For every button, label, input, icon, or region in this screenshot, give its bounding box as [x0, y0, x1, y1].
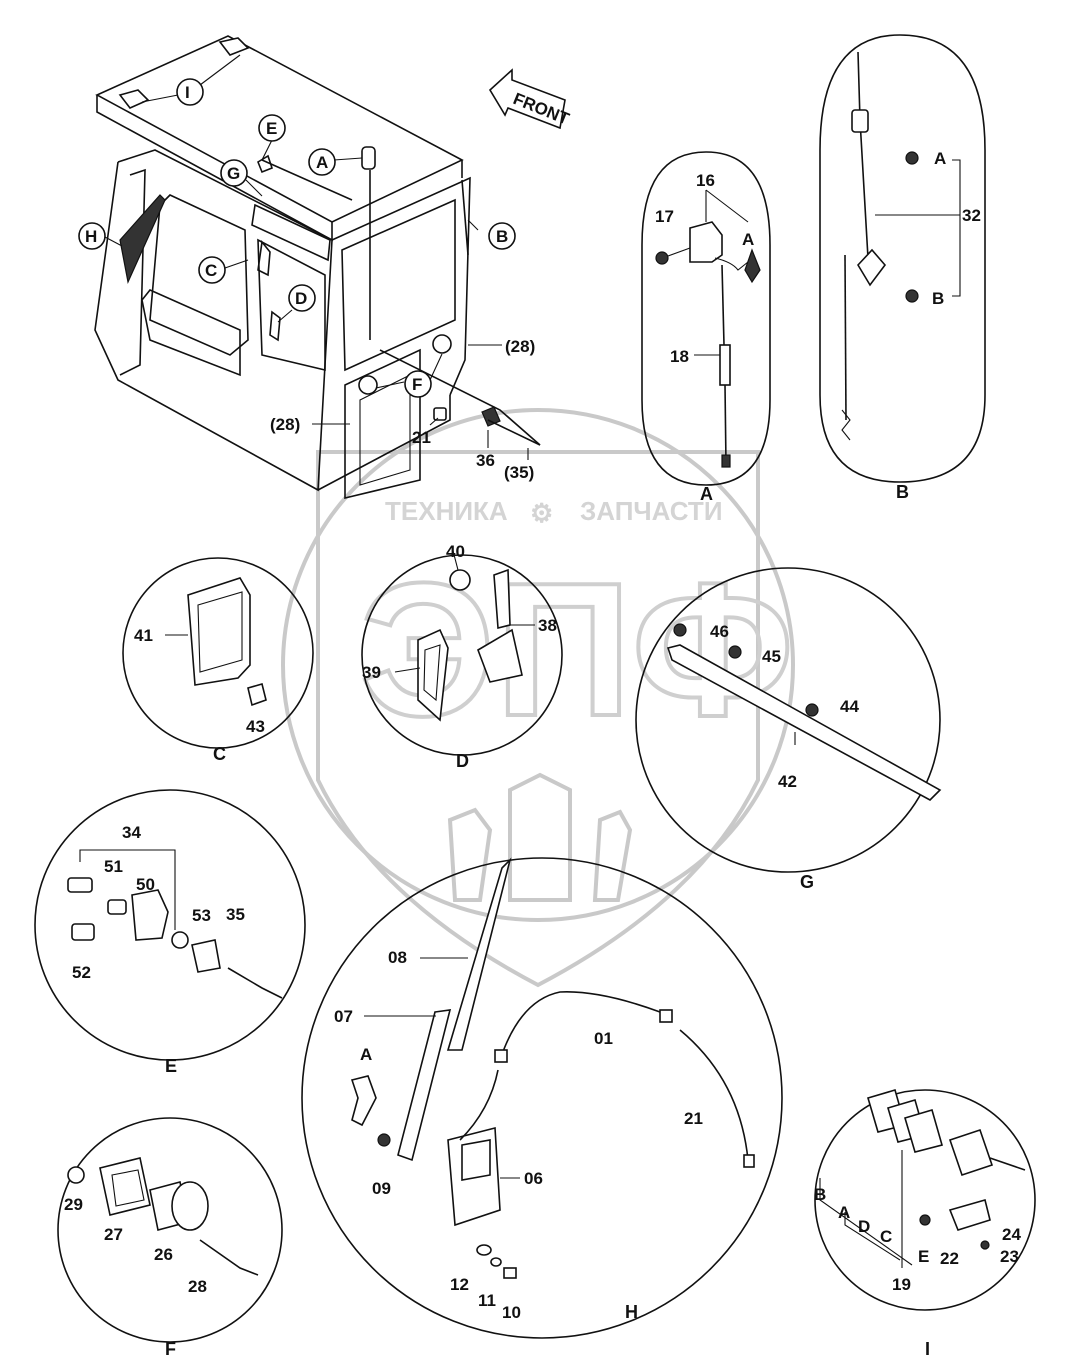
detail-B-ref-A: A	[934, 149, 946, 168]
watermark-text-left: ТЕХНИКА	[385, 496, 508, 526]
detail-F-28: 28	[188, 1277, 207, 1296]
detail-I-ref-E: E	[918, 1247, 929, 1266]
detail-I: I B A D C E 22 24 23 19	[814, 1089, 1036, 1359]
detail-H-12: 12	[450, 1275, 469, 1294]
detail-D-38: 38	[538, 616, 557, 635]
detail-E-50: 50	[136, 875, 155, 894]
detail-C-43: 43	[246, 717, 265, 736]
detail-C-title: C	[213, 744, 226, 764]
detail-H-10: 10	[502, 1303, 521, 1322]
detail-G-45: 45	[762, 647, 781, 666]
watermark-text-right: ЗАПЧАСТИ	[580, 496, 723, 526]
detail-I-ref-A: A	[838, 1203, 850, 1222]
detail-D-40: 40	[446, 542, 465, 561]
callout-E: E	[266, 119, 277, 138]
detail-D-39: 39	[362, 663, 381, 682]
detail-I-ref-C: C	[880, 1227, 892, 1246]
detail-C-41: 41	[134, 626, 153, 645]
detail-A-ref-A: A	[742, 230, 754, 249]
callout-I: I	[185, 83, 190, 102]
detail-B-title: B	[896, 482, 909, 502]
detail-C: C 41 43	[122, 557, 314, 764]
detail-E-52: 52	[72, 963, 91, 982]
detail-I-22: 22	[940, 1249, 959, 1268]
detail-H-11: 11	[478, 1291, 496, 1310]
detail-A-17: 17	[655, 207, 674, 226]
detail-I-title: I	[925, 1339, 930, 1359]
detail-F-27: 27	[104, 1225, 123, 1244]
detail-H-21: 21	[684, 1109, 703, 1128]
cab-assembly	[94, 35, 541, 500]
callout-C: C	[205, 261, 217, 280]
detail-A-title: A	[700, 484, 713, 504]
detail-H-09: 09	[372, 1179, 391, 1198]
detail-H-01: 01	[594, 1029, 613, 1048]
detail-D: D 40 38 39	[361, 542, 563, 771]
detail-E-51: 51	[104, 857, 123, 876]
detail-G-44: 44	[840, 697, 859, 716]
detail-D-title: D	[456, 751, 469, 771]
callout-B: B	[496, 227, 508, 246]
detail-G: G 46 45 44 42	[635, 567, 942, 892]
watermark-gear-icon: ⚙	[530, 498, 553, 528]
detail-B-ref-B: B	[932, 289, 944, 308]
detail-F: F 29 27 26 28	[57, 1117, 283, 1359]
detail-G-42: 42	[778, 772, 797, 791]
detail-F-26: 26	[154, 1245, 173, 1264]
detail-G-title: G	[800, 872, 814, 892]
detail-I-23: 23	[1000, 1247, 1019, 1266]
detail-I-24: 24	[1002, 1225, 1021, 1244]
detail-H-ref-A: A	[360, 1045, 372, 1064]
callout-G: G	[227, 164, 240, 183]
callout-F: F	[412, 375, 422, 394]
detail-A-18: 18	[670, 347, 689, 366]
detail-H-06: 06	[524, 1169, 543, 1188]
callout-H: H	[85, 227, 97, 246]
watermark: ТЕХНИКА ЗАПЧАСТИ ⚙ ЭПФ	[281, 408, 796, 988]
detail-F-title: F	[165, 1339, 176, 1359]
detail-E: E 34 51 50 53 35 52	[34, 789, 306, 1076]
detail-H-title: H	[625, 1302, 638, 1322]
callout-D: D	[295, 289, 307, 308]
detail-I-ref-B: B	[814, 1185, 826, 1204]
detail-E-53: 53	[192, 906, 211, 925]
detail-B-32: 32	[962, 206, 981, 225]
detail-I-ref-D: D	[858, 1217, 870, 1236]
detail-F-29: 29	[64, 1195, 83, 1214]
detail-H-07: 07	[334, 1007, 353, 1026]
cab-callouts: I E A G B H C D F (28) (28) 21 36	[78, 54, 535, 482]
label-36: 36	[476, 451, 495, 470]
detail-E-34: 34	[122, 823, 141, 842]
label-28-right: (28)	[505, 337, 535, 356]
detail-A: A 16 17 A 18	[641, 151, 771, 504]
label-21: 21	[412, 428, 431, 447]
label-28-left: (28)	[270, 415, 300, 434]
detail-H-08: 08	[388, 948, 407, 967]
detail-G-46: 46	[710, 622, 729, 641]
front-arrow: FRONT	[488, 68, 572, 130]
detail-E-35: 35	[226, 905, 245, 924]
detail-B: B A B 32	[819, 34, 986, 502]
detail-I-19: 19	[892, 1275, 911, 1294]
callout-A: A	[316, 153, 328, 172]
detail-A-16: 16	[696, 171, 715, 190]
detail-H: H 08 07 A 09 01 21 06 12 11 10	[301, 857, 783, 1339]
label-35: (35)	[504, 463, 534, 482]
detail-E-title: E	[165, 1056, 177, 1076]
